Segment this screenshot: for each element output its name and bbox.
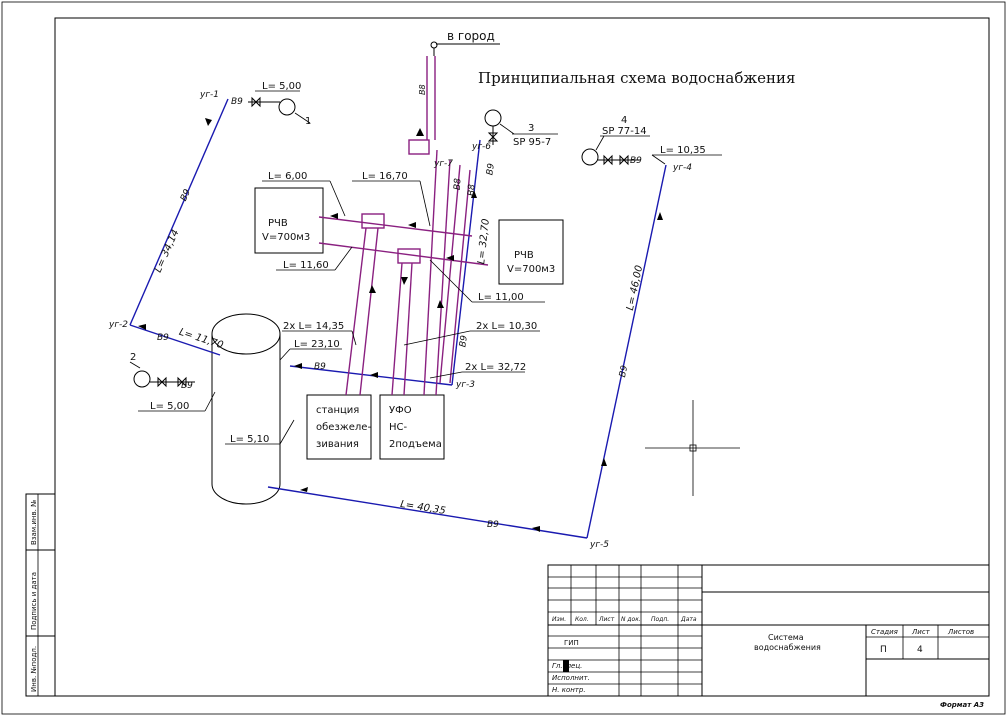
len-13: L= 11,00 — [478, 292, 524, 303]
node-label-1: уг-1 — [199, 90, 219, 100]
len-15: L= 23,10 — [294, 339, 340, 350]
code-mid: В9 — [314, 362, 326, 372]
hdr-ndok: N док. — [621, 616, 641, 623]
len-2: L= 34,14 — [153, 228, 182, 274]
len-17: 2х L= 32,72 — [465, 362, 526, 373]
signature-mark — [563, 660, 569, 672]
code-w1: В9 — [231, 97, 243, 107]
len-12: L= 32,70 — [476, 218, 492, 265]
well-2: 2 — [129, 352, 195, 388]
len-7: L= 46,00 — [625, 264, 645, 311]
stamp-sign: Подпись и дата — [30, 572, 38, 630]
format-label: Формат А3 — [940, 701, 984, 709]
len-6: L= 40,35 — [399, 499, 446, 517]
tank-2-volume: V=700м3 — [507, 264, 555, 275]
node-label-4: уг-4 — [672, 163, 692, 173]
doc-title-1: Система — [768, 633, 804, 642]
sheet-header: Лист — [911, 628, 931, 636]
tank-1: РЧВ V=700м3 — [254, 187, 324, 254]
side-stamp: Взам.инв. № Подпись и дата Инв. №подл. — [25, 493, 56, 697]
sheet-value: 4 — [917, 645, 923, 655]
uv-pump-station: УФО НС- 2подъема — [379, 394, 445, 460]
code-n2: В9 — [157, 333, 169, 343]
code-bottom: В9 — [487, 520, 499, 530]
internal-pipes — [318, 149, 489, 396]
len-4: L= 5,00 — [150, 401, 189, 412]
len-14: 2х L= 14,35 — [283, 321, 344, 332]
to-city-label: в город — [447, 29, 495, 43]
len-11: L= 11,60 — [283, 260, 329, 271]
len-10: L= 16,70 — [362, 171, 408, 182]
hdr-list: Лист — [598, 616, 615, 623]
length-labels: L= 5,00 L= 34,14 L= 11,70 L= 5,00 L= 5,1… — [138, 81, 722, 517]
iron-removal-line-3: зивания — [316, 439, 359, 450]
tank-1-name: РЧВ — [268, 218, 288, 229]
hdr-data: Дата — [680, 616, 697, 623]
node-label-5: уг-5 — [589, 540, 609, 550]
iron-removal-station: станция обезжеле- зивания — [306, 394, 372, 460]
node-label-2: уг-2 — [108, 320, 128, 330]
role-gip: ГИП — [564, 639, 579, 647]
uv-line-1: УФО — [389, 405, 412, 416]
code-b8-b: В8 — [467, 184, 478, 197]
iron-removal-line-2: обезжеле- — [316, 422, 371, 433]
crosshair-cursor — [645, 400, 740, 496]
iron-removal-line-1: станция — [316, 405, 359, 416]
drawing-title: Принципиальная схема водоснабжения — [478, 69, 796, 87]
well-4-code: SP 77-14 — [602, 126, 647, 137]
uv-line-2: НС- — [389, 422, 408, 433]
reservoir-cylinder — [211, 313, 281, 505]
len-3: L= 11,70 — [178, 327, 225, 352]
code-w2: В9 — [181, 381, 193, 391]
well-3: 3 SP 95-7 — [484, 109, 558, 148]
role-ispoln: Исполнит. — [552, 674, 590, 682]
hdr-kol: Кол. — [575, 616, 589, 623]
well-4: 4 SP 77-14 — [581, 115, 650, 166]
title-block: Изм. Кол. Лист N док. Подп. Дата ГИП Гл.… — [547, 564, 990, 697]
len-8: L= 10,35 — [660, 145, 706, 156]
tank-1-volume: V=700м3 — [262, 232, 310, 243]
tank-2: РЧВ V=700м3 — [498, 219, 564, 285]
well-1-number: 1 — [305, 116, 311, 127]
well-2-number: 2 — [130, 352, 136, 363]
code-right: В9 — [618, 364, 630, 378]
stage-value: П — [880, 645, 887, 655]
doc-title-2: водоснабжения — [754, 643, 821, 652]
node-label-6: уг-6 — [471, 142, 491, 152]
len-9: L= 6,00 — [268, 171, 307, 182]
len-1: L= 5,00 — [262, 81, 301, 92]
inner-frame — [54, 17, 990, 697]
sheets-header: Листов — [947, 628, 974, 636]
stamp-inv: Инв. №подл. — [30, 646, 38, 692]
well-3-number: 3 — [528, 123, 534, 134]
pipe-code-labels: В9 В9 В9 В9 В9 В9 В9 В9 В9 В9 В8 В8 — [157, 97, 642, 530]
node-label-3: уг-3 — [455, 380, 475, 390]
code-w3: В9 — [485, 162, 497, 175]
code-w4: В9 — [630, 156, 642, 166]
node-labels: уг-1 уг-2 уг-3 уг-4 уг-5 уг-6 уг-7 — [108, 90, 692, 550]
city-outlet: в город В8 — [408, 29, 500, 155]
pipe-code-b8: В8 — [418, 84, 427, 95]
code-b8-a: В8 — [453, 178, 464, 191]
uv-line-3: 2подъема — [389, 439, 442, 450]
stage-header: Стадия — [871, 628, 898, 636]
len-16: 2х L= 10,30 — [476, 321, 537, 332]
hdr-podp: Подп. — [651, 616, 669, 623]
well-4-number: 4 — [621, 115, 627, 126]
tank-2-name: РЧВ — [514, 250, 534, 261]
node-label-7: уг-7 — [433, 159, 453, 169]
hdr-izm: Изм. — [552, 616, 566, 623]
well-3-code: SP 95-7 — [513, 137, 551, 148]
stamp-zam: Взам.инв. № — [30, 500, 38, 545]
code-left: В9 — [179, 188, 193, 203]
well-1: 1 — [248, 96, 311, 127]
len-5: L= 5,10 — [230, 434, 269, 445]
code-inner: В9 — [458, 334, 470, 347]
role-nkontr: Н. контр. — [552, 686, 586, 694]
